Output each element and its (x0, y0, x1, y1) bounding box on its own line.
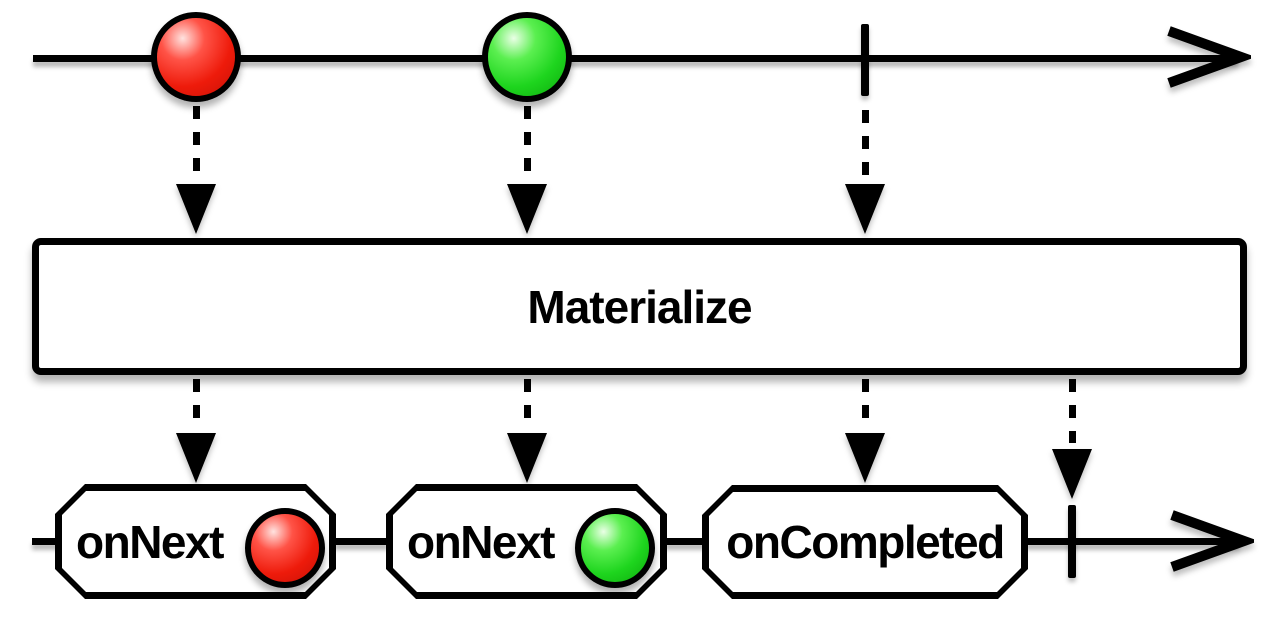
dashed-arrowhead-icon (1052, 449, 1092, 499)
output-timeline-line (32, 538, 59, 545)
notification-label: onCompleted (726, 516, 1004, 568)
notification-box-onnext-green: onNext (386, 484, 667, 599)
notification-green-marble-icon (575, 508, 655, 588)
output-completion-tick (1068, 505, 1076, 578)
notification-box-inner: onNext (393, 491, 660, 592)
dashed-arrowhead-icon (507, 433, 547, 483)
notification-label: onNext (407, 515, 554, 568)
dashed-arrowhead-icon (845, 184, 885, 234)
notification-label: onNext (76, 515, 223, 568)
notification-box-oncompleted: onCompleted (702, 485, 1028, 599)
output-timeline-line (334, 538, 388, 545)
dashed-arrow-line (862, 110, 869, 182)
operator-label: Materialize (527, 280, 752, 333)
notification-box-onnext-red: onNext (55, 484, 336, 599)
dashed-arrowhead-icon (176, 184, 216, 234)
source-timeline-line (33, 55, 1238, 62)
output-timeline-line (665, 538, 705, 545)
source-timeline-arrowhead-icon (1163, 26, 1256, 93)
dashed-arrow-line (193, 106, 200, 182)
source-green-marble-icon (482, 12, 572, 102)
notification-red-marble-icon (245, 508, 325, 588)
dashed-arrowhead-icon (176, 433, 216, 483)
dashed-arrow-line (193, 379, 200, 431)
materialize-operator-box: Materialize (32, 238, 1247, 375)
output-timeline-arrowhead-icon (1166, 510, 1259, 577)
notification-box-inner: onCompleted (709, 492, 1021, 592)
dashed-arrow-line (862, 379, 869, 431)
dashed-arrow-line (524, 379, 531, 431)
source-completion-tick (861, 24, 869, 96)
notification-box-inner: onNext (62, 491, 329, 592)
source-red-marble-icon (151, 12, 241, 102)
dashed-arrow-line (1069, 379, 1076, 443)
output-timeline-line (1026, 538, 1239, 545)
dashed-arrowhead-icon (507, 184, 547, 234)
dashed-arrowhead-icon (845, 433, 885, 483)
dashed-arrow-line (524, 106, 531, 182)
